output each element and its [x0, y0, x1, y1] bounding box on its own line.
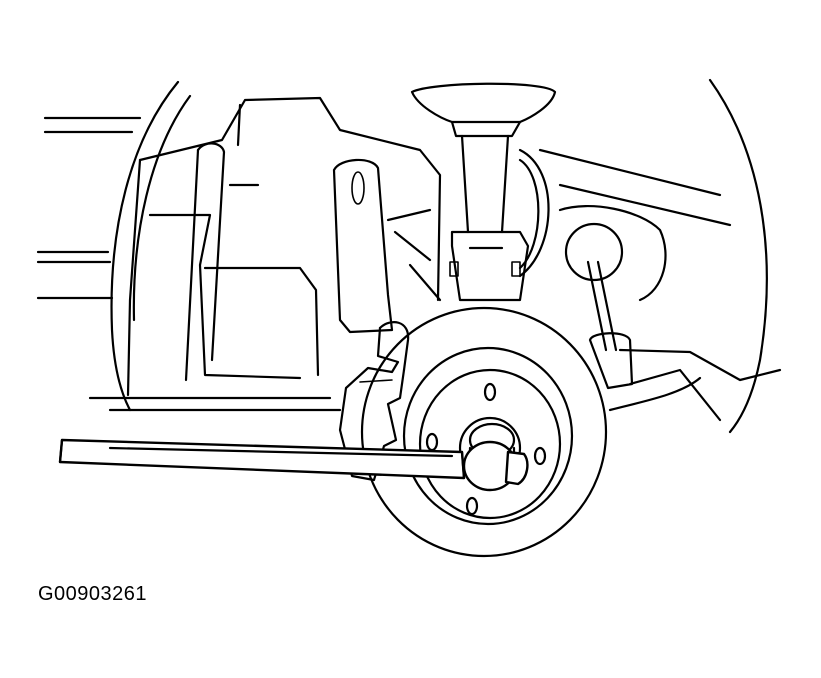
figure-id-label: G00903261	[38, 583, 148, 605]
body-panel-lines	[36, 116, 342, 412]
wheel-well-arcs	[110, 78, 768, 434]
brake-rotor	[360, 306, 608, 558]
mount-bracket	[332, 158, 394, 334]
strut-assembly	[410, 82, 557, 302]
tie-rod-assembly	[538, 148, 782, 422]
subframe	[126, 96, 442, 397]
wrench-bar	[58, 438, 529, 492]
left-arm	[184, 142, 226, 382]
